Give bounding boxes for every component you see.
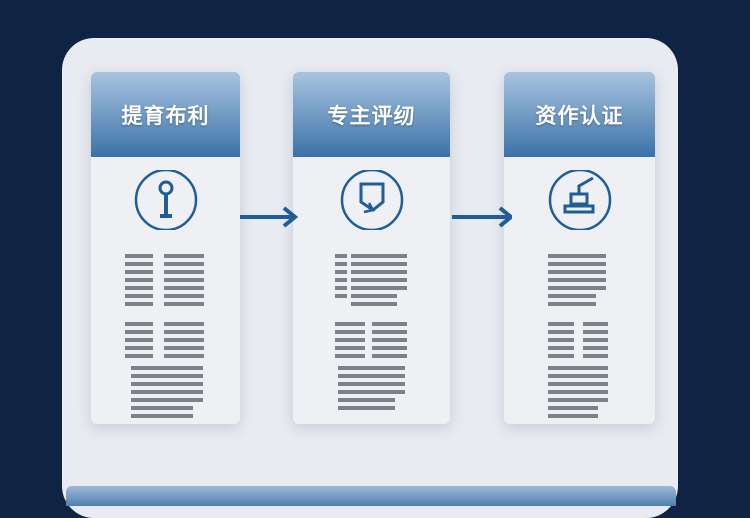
text-line-placeholder — [548, 414, 598, 418]
text-line-placeholder — [125, 262, 153, 266]
text-line-placeholder — [164, 262, 204, 266]
text-line-placeholder — [335, 286, 347, 290]
text-line-placeholder — [164, 346, 204, 350]
text-line-placeholder — [548, 330, 574, 334]
text-line-placeholder — [372, 330, 407, 334]
text-line-placeholder — [131, 398, 203, 402]
text-line-placeholder — [351, 254, 407, 258]
text-line-placeholder — [372, 346, 407, 350]
text-line-placeholder — [335, 270, 347, 274]
step-title: 资作认证 — [504, 72, 655, 157]
text-line-placeholder — [351, 302, 397, 306]
text-line-placeholder — [164, 354, 204, 358]
text-line-placeholder — [335, 322, 365, 326]
text-line-placeholder — [548, 406, 598, 410]
printer-stamp-icon — [548, 170, 611, 230]
text-line-placeholder — [338, 374, 405, 378]
text-line-placeholder — [164, 322, 204, 326]
text-line-placeholder — [125, 286, 153, 290]
text-line-placeholder — [131, 406, 193, 410]
text-line-placeholder — [338, 406, 395, 410]
text-line-placeholder — [548, 262, 606, 266]
text-line-placeholder — [548, 270, 606, 274]
text-line-placeholder — [548, 302, 596, 306]
text-line-placeholder — [125, 354, 153, 358]
bottom-bar — [66, 486, 676, 506]
text-line-placeholder — [583, 346, 608, 350]
text-line-placeholder — [131, 374, 203, 378]
text-line-placeholder — [583, 354, 608, 358]
text-line-placeholder — [548, 398, 608, 402]
text-line-placeholder — [548, 346, 574, 350]
text-line-placeholder — [548, 366, 608, 370]
pin-icon — [134, 170, 197, 230]
text-line-placeholder — [351, 286, 407, 290]
text-line-placeholder — [548, 354, 574, 358]
document-pen-icon — [340, 170, 403, 230]
text-line-placeholder — [338, 390, 405, 394]
text-line-placeholder — [548, 294, 596, 298]
text-line-placeholder — [335, 330, 365, 334]
step-card-3: 资作认证 — [504, 72, 655, 424]
text-line-placeholder — [338, 382, 405, 386]
text-line-placeholder — [335, 354, 365, 358]
text-line-placeholder — [351, 270, 407, 274]
text-line-placeholder — [548, 374, 608, 378]
arrow-right-icon — [240, 206, 299, 228]
text-line-placeholder — [335, 338, 365, 342]
text-line-placeholder — [164, 286, 204, 290]
text-line-placeholder — [351, 294, 397, 298]
text-line-placeholder — [125, 322, 153, 326]
text-line-placeholder — [351, 278, 407, 282]
text-line-placeholder — [164, 254, 204, 258]
step-card-1: 提育布利 — [91, 72, 240, 424]
text-line-placeholder — [583, 330, 608, 334]
text-line-placeholder — [164, 294, 204, 298]
text-line-placeholder — [548, 254, 606, 258]
text-line-placeholder — [125, 294, 153, 298]
text-line-placeholder — [548, 382, 608, 386]
text-line-placeholder — [131, 366, 203, 370]
text-line-placeholder — [131, 414, 193, 418]
text-line-placeholder — [125, 330, 153, 334]
text-line-placeholder — [125, 254, 153, 258]
text-line-placeholder — [125, 302, 153, 306]
text-line-placeholder — [164, 278, 204, 282]
text-line-placeholder — [548, 286, 606, 290]
text-line-placeholder — [125, 270, 153, 274]
step-card-2: 专主评纫 — [293, 72, 450, 424]
text-line-placeholder — [338, 398, 395, 402]
text-line-placeholder — [131, 390, 203, 394]
text-line-placeholder — [351, 262, 407, 266]
text-line-placeholder — [583, 338, 608, 342]
text-line-placeholder — [335, 294, 347, 298]
text-line-placeholder — [164, 338, 204, 342]
text-line-placeholder — [125, 338, 153, 342]
text-line-placeholder — [583, 322, 608, 326]
text-line-placeholder — [335, 262, 347, 266]
text-line-placeholder — [164, 270, 204, 274]
text-line-placeholder — [548, 390, 608, 394]
text-line-placeholder — [338, 366, 405, 370]
text-line-placeholder — [548, 338, 574, 342]
text-line-placeholder — [131, 382, 203, 386]
step-title: 提育布利 — [91, 72, 240, 157]
text-line-placeholder — [164, 302, 204, 306]
arrow-right-icon — [452, 206, 512, 228]
text-line-placeholder — [372, 354, 407, 358]
text-line-placeholder — [335, 278, 347, 282]
text-line-placeholder — [125, 278, 153, 282]
text-line-placeholder — [335, 254, 347, 258]
step-title: 专主评纫 — [293, 72, 450, 157]
text-line-placeholder — [164, 330, 204, 334]
text-line-placeholder — [372, 338, 407, 342]
text-line-placeholder — [548, 322, 574, 326]
text-line-placeholder — [335, 346, 365, 350]
text-line-placeholder — [125, 346, 153, 350]
text-line-placeholder — [548, 278, 606, 282]
text-line-placeholder — [372, 322, 407, 326]
